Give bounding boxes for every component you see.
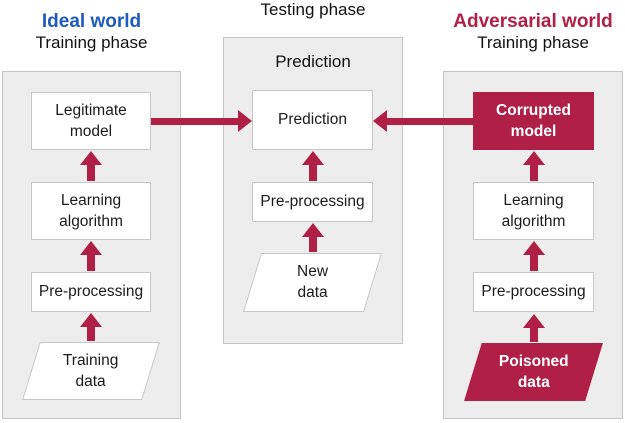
new-data-shape: New data [242, 253, 383, 312]
testing-phase-title: Testing phase [260, 0, 366, 19]
arrow-shaft [387, 117, 473, 125]
arrow-up-icon [523, 241, 545, 271]
arrow-up-icon [302, 223, 324, 252]
prediction-box: Prediction [252, 90, 373, 150]
preprocessing-box-testing: Pre-processing [252, 182, 373, 222]
ideal-training-phase-title: Training phase [35, 33, 148, 52]
prediction-heading: Prediction [275, 52, 351, 71]
arrow-up-icon [523, 314, 545, 342]
adversarial-world-title: Adversarial world [453, 11, 613, 32]
arrow-shaft [530, 255, 538, 271]
data-shape-label: Poisoned data [498, 352, 569, 391]
arrow-right-icon [151, 110, 252, 132]
arrow-head [80, 151, 102, 165]
arrow-shaft [309, 165, 317, 181]
arrow-up-icon [80, 151, 102, 181]
arrow-shaft [87, 255, 95, 271]
legitimate-model-box: Legitimate model [31, 92, 151, 150]
arrow-head [523, 151, 545, 165]
arrow-up-icon [80, 241, 102, 271]
training-data-shape: Training data [22, 342, 160, 400]
data-shape-label: Training data [63, 351, 119, 390]
arrow-head [80, 313, 102, 327]
arrow-head [80, 241, 102, 255]
poisoned-data-shape: Poisoned data [464, 343, 603, 401]
arrow-shaft [87, 165, 95, 181]
arrow-shaft [151, 117, 238, 125]
arrow-up-icon [302, 151, 324, 181]
arrow-head [302, 223, 324, 237]
preprocessing-box-ideal: Pre-processing [31, 272, 151, 312]
arrow-up-icon [523, 151, 545, 181]
ideal-world-title: Ideal world [41, 11, 142, 32]
arrow-head [373, 110, 387, 132]
arrow-head [523, 241, 545, 255]
arrow-head [302, 151, 324, 165]
arrow-up-icon [80, 313, 102, 341]
arrow-shaft [87, 327, 95, 341]
learning-algorithm-box-ideal: Learning algorithm [31, 182, 151, 240]
arrow-shaft [530, 328, 538, 342]
arrow-left-icon [373, 110, 473, 132]
arrow-head [523, 314, 545, 328]
preprocessing-box-adversarial: Pre-processing [473, 272, 594, 312]
data-shape-label: New data [296, 263, 328, 302]
arrow-shaft [309, 237, 317, 252]
learning-algorithm-box-adversarial: Learning algorithm [473, 182, 594, 240]
corrupted-model-box: Corrupted model [473, 92, 594, 150]
adversarial-training-phase-title: Training phase [477, 33, 589, 52]
arrow-head [238, 110, 252, 132]
arrow-shaft [530, 165, 538, 181]
